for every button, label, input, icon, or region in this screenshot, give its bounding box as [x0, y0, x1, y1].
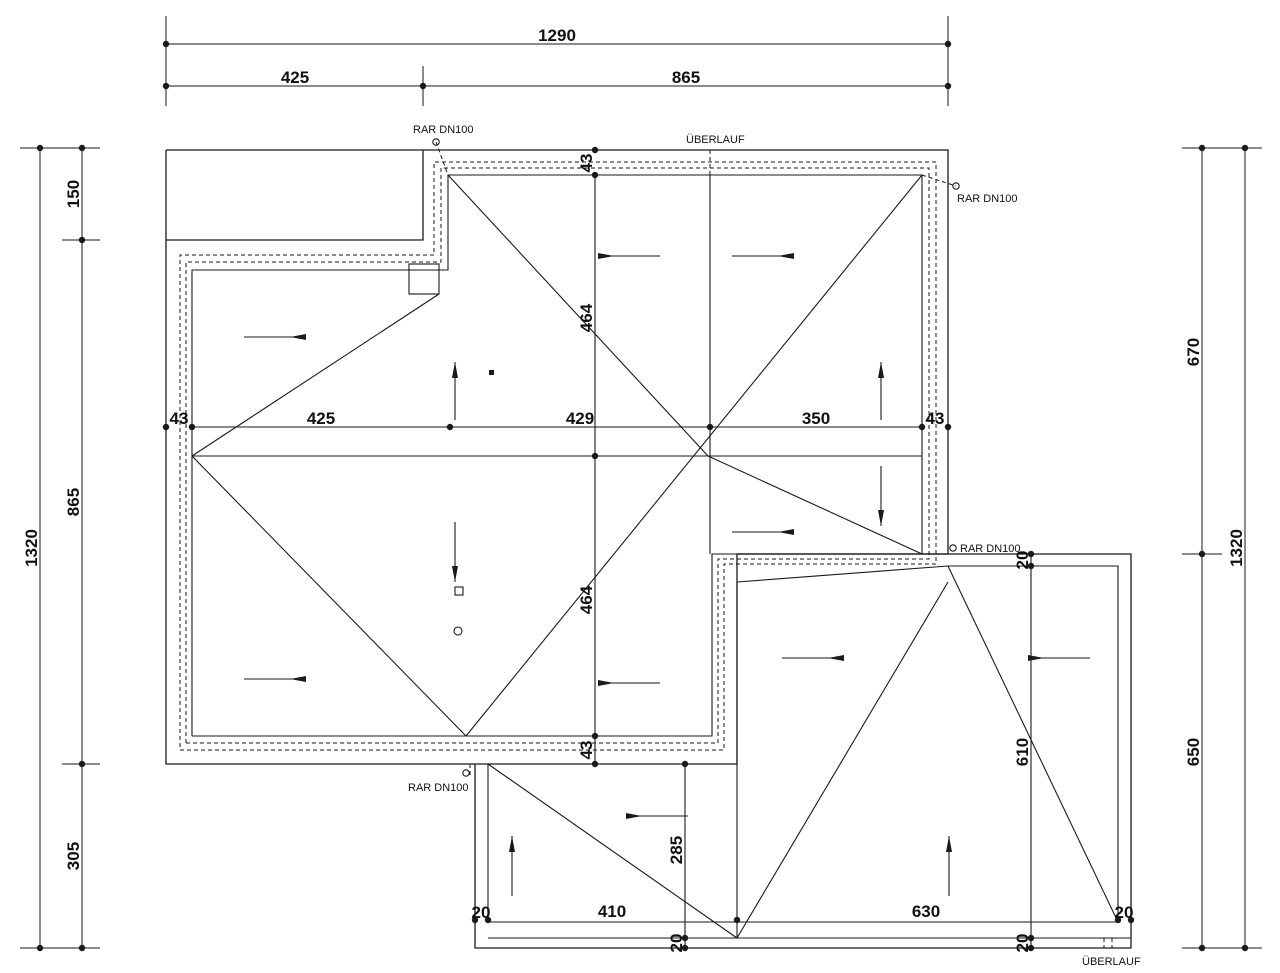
dim-small-20: 20 — [472, 903, 491, 922]
dim-inner-top-mid: 43 — [577, 154, 596, 173]
dim-left-total: 1320 — [22, 529, 41, 567]
arrow-left-icon — [1028, 655, 1090, 661]
arrow-right-icon — [732, 529, 794, 535]
top-dimension-chain: 1290 425 865 — [162, 16, 952, 106]
dim-right-top: 670 — [1184, 338, 1203, 366]
dim-bottom-a: 410 — [598, 902, 626, 921]
arrow-left-icon — [598, 253, 660, 259]
dim-top-total: 1290 — [538, 26, 576, 45]
arrow-right-icon — [732, 253, 794, 259]
arrow-up-icon — [452, 362, 458, 420]
fixture-symbols — [432, 138, 1113, 948]
dim-right-total: 1320 — [1227, 529, 1246, 567]
dim-lower-right: 610 — [1013, 738, 1032, 766]
dim-inner-row-a: 425 — [307, 409, 335, 428]
dim-lower-left: 285 — [667, 836, 686, 864]
dim-small-20: 20 — [1115, 903, 1134, 922]
arrow-down-icon — [878, 466, 884, 526]
left-dimension-chain: 1320 150 865 305 — [20, 144, 100, 952]
dim-inner-bottom-mid: 43 — [577, 741, 596, 760]
dim-small-20: 20 — [667, 934, 686, 953]
plan-dimension-labels: 43 425 429 350 43 43 464 464 43 285 610 … — [170, 154, 1134, 953]
slope-arrows — [244, 253, 1090, 896]
dim-left-bottom: 305 — [64, 842, 83, 870]
arrow-right-icon — [244, 676, 306, 682]
arrow-left-icon — [598, 680, 660, 686]
drain-label-bottom-left: RAR DN100 — [408, 782, 469, 794]
dim-top-left: 425 — [281, 68, 309, 87]
dim-top-right: 865 — [672, 68, 700, 87]
dim-right-bottom: 650 — [1184, 738, 1203, 766]
dim-inner-top-left: 43 — [170, 409, 189, 428]
dim-left-mid: 865 — [64, 488, 83, 516]
dim-inner-row-b: 429 — [566, 409, 594, 428]
dim-vertical-lower: 464 — [577, 585, 596, 614]
building-outline — [165, 149, 1132, 949]
drain-label-top-right: RAR DN100 — [957, 193, 1018, 205]
overflow-label-top: ÜBERLAUF — [686, 134, 745, 146]
arrow-up-icon — [509, 836, 515, 896]
arrow-right-icon — [782, 655, 844, 661]
dim-small-20: 20 — [1013, 551, 1032, 570]
arrow-up-icon — [878, 362, 884, 420]
dim-bottom-b: 630 — [912, 902, 940, 921]
dim-inner-row-c: 350 — [802, 409, 830, 428]
roof-ridges-and-valleys — [191, 174, 1119, 948]
arrow-down-icon — [452, 522, 458, 582]
drain-label-top-left: RAR DN100 — [413, 124, 474, 136]
arrow-up-icon — [946, 836, 952, 896]
arrow-left-icon — [626, 813, 688, 819]
dim-inner-top-right: 43 — [926, 409, 945, 428]
annotation-labels: RAR DN100 ÜBERLAUF RAR DN100 RAR DN100 R… — [408, 124, 1141, 968]
right-dimension-chain: 670 650 1320 — [1182, 144, 1262, 952]
arrow-right-icon — [244, 334, 306, 340]
dim-vertical-upper: 464 — [577, 303, 596, 332]
dim-small-20: 20 — [1013, 934, 1032, 953]
drain-label-mid-right: RAR DN100 — [960, 543, 1021, 555]
dim-left-top: 150 — [64, 180, 83, 208]
plan-dimension-nodes — [162, 146, 1135, 952]
overflow-label-bottom: ÜBERLAUF — [1082, 956, 1141, 968]
